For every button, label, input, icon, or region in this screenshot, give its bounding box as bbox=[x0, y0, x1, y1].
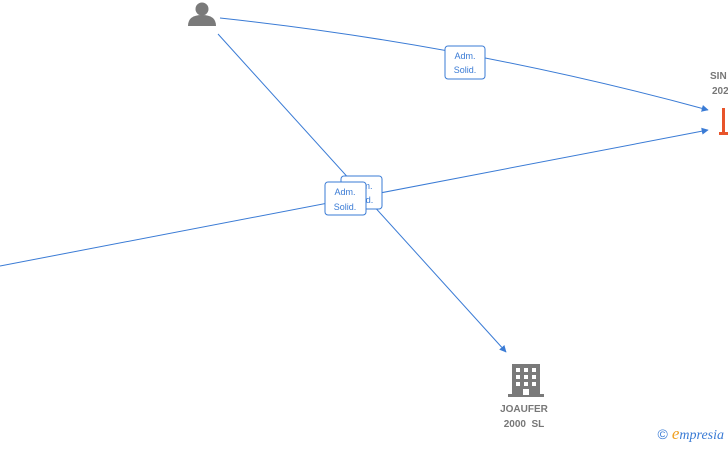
company-right-name-line1: SIN bbox=[710, 71, 727, 82]
person-icon bbox=[188, 2, 216, 26]
copyright-icon: © bbox=[657, 426, 668, 442]
edge-label-middle-front[interactable]: Adm. Solid. bbox=[324, 181, 367, 216]
company-bottom-name-line2: 2000 SL bbox=[504, 419, 545, 430]
person-node[interactable] bbox=[188, 2, 216, 27]
edge-label-top[interactable]: Adm. Solid. bbox=[444, 45, 486, 80]
edge-label-line1: Adm. bbox=[334, 187, 355, 197]
empresia-watermark: © empresia bbox=[658, 424, 724, 444]
brand-initial: e bbox=[671, 424, 680, 443]
edge-label-line2: Solid. bbox=[454, 65, 477, 75]
edge-label-line1: Adm. bbox=[454, 51, 475, 61]
company-bottom-name-line1: JOAUFER bbox=[500, 404, 549, 415]
company-right-name-line2: 202 bbox=[712, 86, 728, 97]
building-icon bbox=[719, 108, 728, 135]
brand-logo: empresia bbox=[672, 424, 724, 444]
brand-rest: mpresia bbox=[679, 428, 724, 443]
company-node-bottom[interactable]: JOAUFER 2000 SL bbox=[500, 364, 549, 430]
edge-label-line2: Solid. bbox=[334, 202, 357, 212]
company-node-right[interactable]: SIN 202 bbox=[710, 71, 728, 135]
building-icon bbox=[508, 364, 544, 397]
